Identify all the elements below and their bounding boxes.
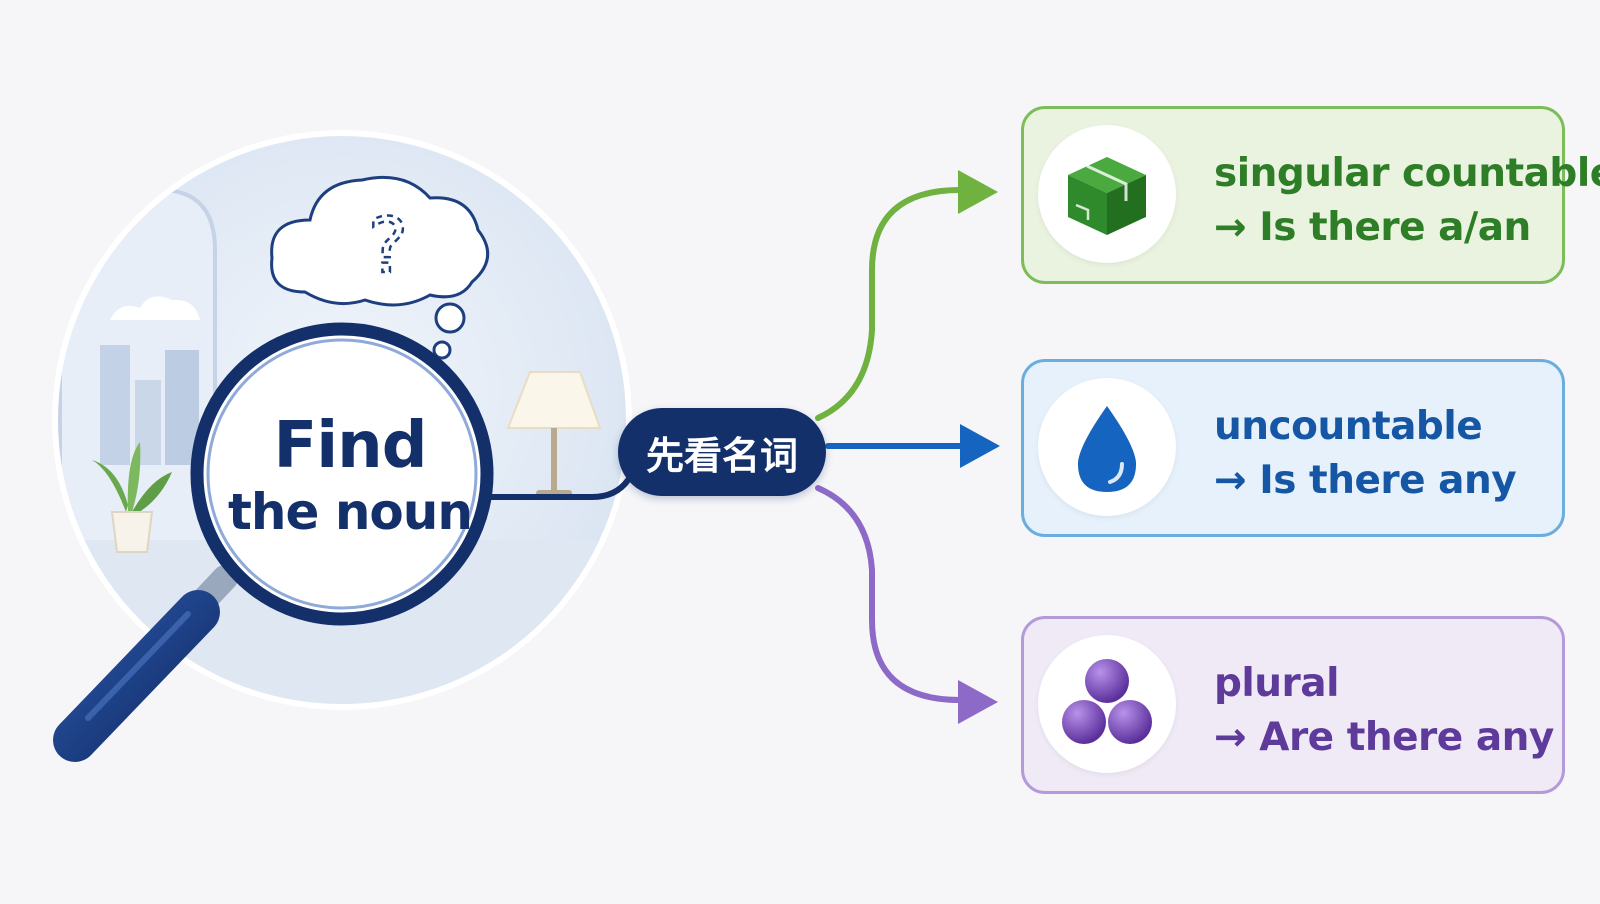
thought-cloud-icon: ? [270,175,490,360]
card-uncountable-line1: uncountable [1214,404,1483,449]
svg-text:?: ? [368,201,408,290]
card-plural-line1: plural [1214,661,1339,706]
box-icon [1038,125,1176,263]
card-uncountable: uncountable → Is there any [1021,359,1565,537]
card-singular-line1: singular countable [1214,151,1600,196]
card-uncountable-line2: → Is there any [1214,458,1517,503]
card-plural: plural → Are there any [1021,616,1565,794]
spheres-icon [1038,635,1176,773]
card-singular-countable: singular countable → Is there a/an [1021,106,1600,284]
water-drop-icon [1038,378,1176,516]
card-plural-line2: → Are there any [1214,715,1554,760]
card-singular-text: singular countable → Is there a/an [1214,147,1600,255]
card-singular-line2: → Is there a/an [1214,205,1531,250]
lamp-icon [506,371,602,496]
magnifier-lens [190,322,494,626]
card-uncountable-text: uncountable → Is there any [1214,400,1517,508]
arrow-singular [815,170,998,421]
arrow-uncountable [825,424,1000,468]
plant-icon [92,442,172,553]
arrow-plural [815,485,998,724]
magnifier-handle [53,565,238,762]
card-plural-text: plural → Are there any [1214,657,1554,765]
